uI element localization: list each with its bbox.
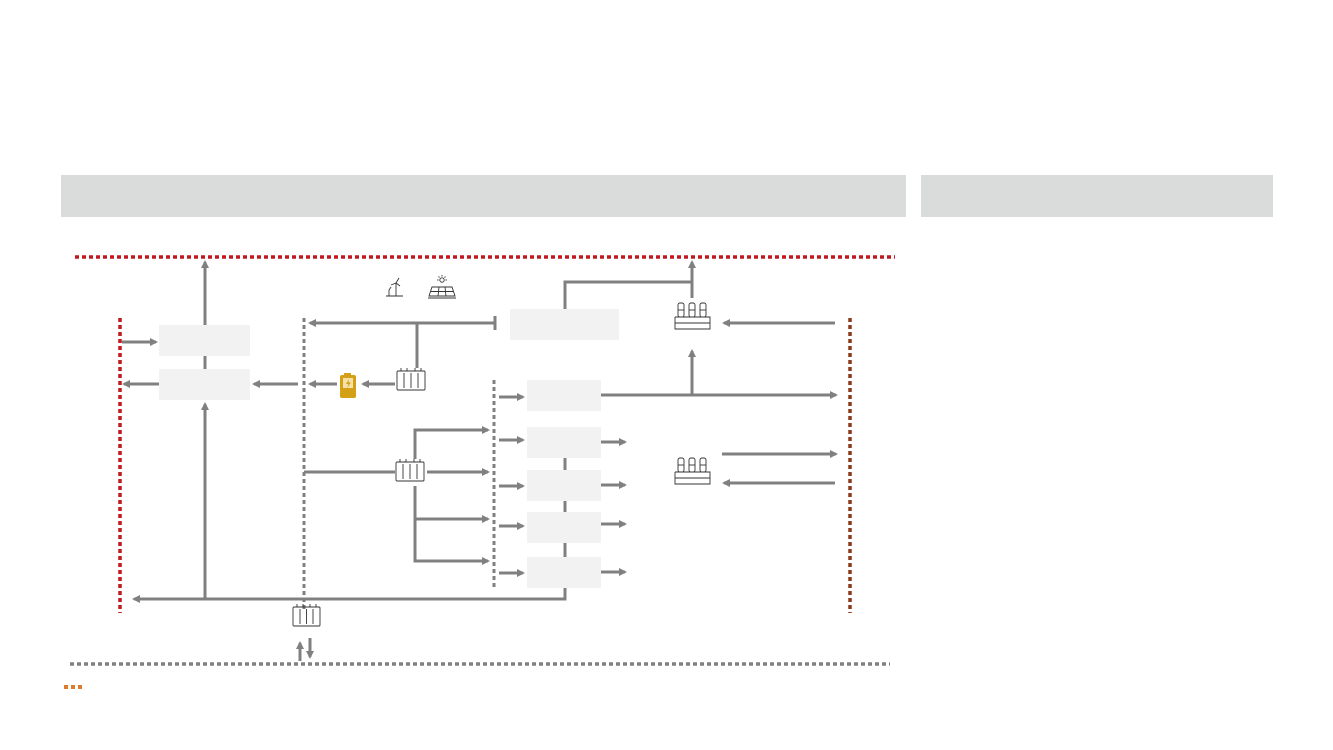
box-top-left bbox=[159, 325, 250, 356]
box-top-center bbox=[510, 309, 619, 340]
solar-panel-icon bbox=[428, 275, 456, 299]
box-left bbox=[159, 369, 250, 400]
box-row-4 bbox=[527, 512, 601, 543]
arrow-return-to-boundary bbox=[132, 588, 567, 603]
battery-icon bbox=[340, 373, 356, 398]
factory-icon bbox=[674, 302, 711, 330]
box-row-2 bbox=[527, 427, 601, 458]
box-row-5 bbox=[527, 557, 601, 588]
header-bar-left bbox=[61, 175, 906, 217]
arrow-transformer-lower-branch-1 bbox=[413, 486, 490, 523]
factory-icon bbox=[674, 457, 711, 485]
box-row-1 bbox=[527, 380, 601, 411]
transformer-icon bbox=[395, 459, 425, 482]
arrow-transformer-lower-branch-2 bbox=[413, 519, 490, 565]
header-bar-right bbox=[921, 175, 1273, 217]
box-row-3 bbox=[527, 470, 601, 501]
page-marker bbox=[64, 685, 82, 689]
arrow-box-top-center-up bbox=[563, 260, 696, 309]
transformer-icon bbox=[292, 604, 321, 627]
arrow-transformer-upper-branch bbox=[413, 426, 490, 459]
wind-turbine-icon bbox=[386, 277, 403, 297]
transformer-icon bbox=[396, 368, 426, 391]
